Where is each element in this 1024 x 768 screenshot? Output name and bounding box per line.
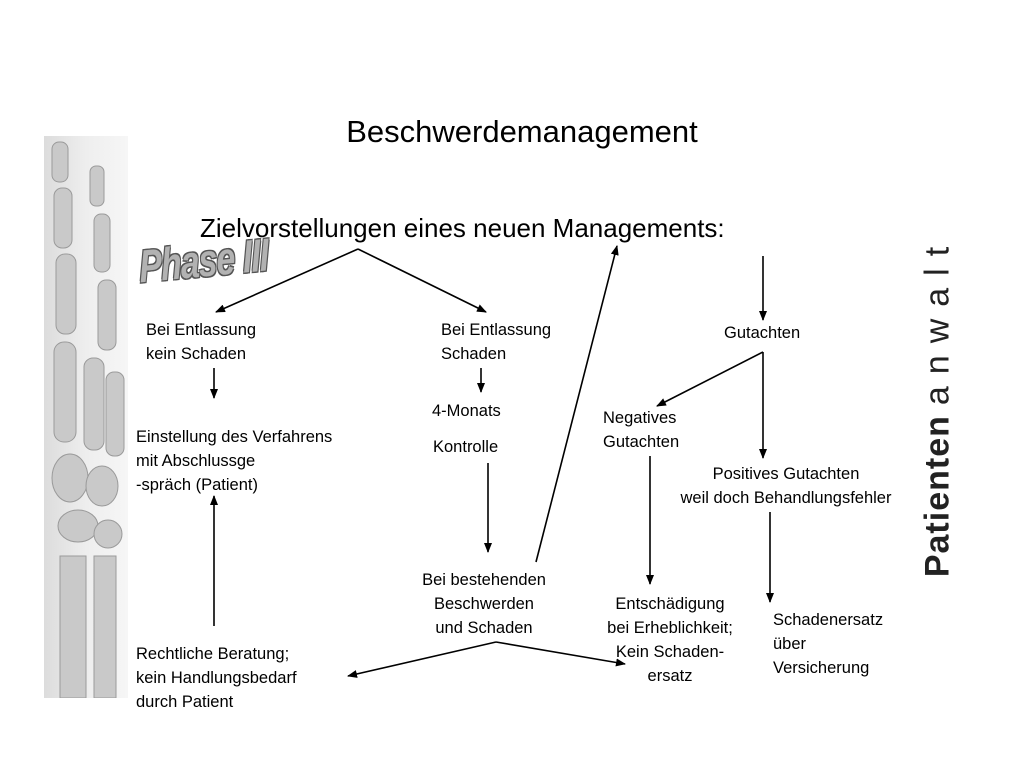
xray-hand-image xyxy=(44,136,128,698)
node-left-mid: Einstellung des Verfahrens mit Abschluss… xyxy=(136,428,333,494)
arrow-split-left xyxy=(215,248,359,313)
slide-title: Beschwerdemanagement xyxy=(346,114,698,149)
slide-subtitle: Zielvorstellungen eines neuen Management… xyxy=(200,213,725,243)
node-gutachten: Gutachten xyxy=(724,324,801,342)
node-left-top: Bei Entlassung kein Schaden xyxy=(146,321,257,363)
node-positive: Positives Gutachten weil doch Behandlung… xyxy=(680,465,892,507)
node-mid-4monats: 4-Monats xyxy=(432,402,501,420)
node-left-bottom: Rechtliche Beratung; kein Handlungsbedar… xyxy=(136,645,297,711)
arrow-split-right xyxy=(357,248,487,313)
arrow-back-up xyxy=(535,245,619,563)
node-compensation: Entschädigung bei Erheblichkeit; Kein Sc… xyxy=(607,595,733,685)
arrow-bottom-left xyxy=(347,641,497,678)
arrow-to-negative xyxy=(656,351,764,407)
node-insurance: Schadenersatz über Versicherung xyxy=(773,611,884,677)
node-mid-top: Bei Entlassung Schaden xyxy=(441,321,552,363)
node-negative: Negatives Gutachten xyxy=(603,409,680,451)
node-mid-bottom: Bei bestehenden Beschwerden und Schaden xyxy=(422,571,546,637)
arrow-bottom-right xyxy=(495,641,626,667)
node-mid-kontrolle: Kontrolle xyxy=(433,438,499,456)
